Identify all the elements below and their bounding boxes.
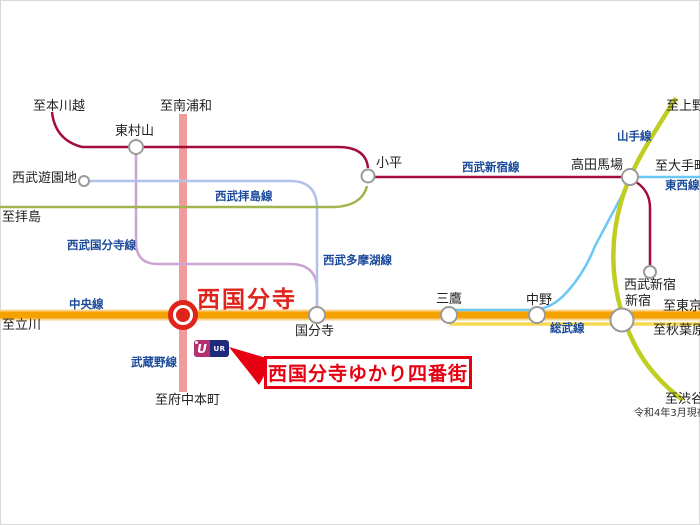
dest-label-hon-kawagoe: 至本川越 <box>33 99 86 114</box>
station-seibu-shinjuku-marker <box>643 265 657 279</box>
dest-label-akihabara: 至秋葉原 <box>653 323 700 338</box>
station-label-mitaka: 三鷹 <box>436 292 463 307</box>
station-kokubunji-marker <box>308 306 326 324</box>
line-tozai-west <box>449 183 630 312</box>
yukari-banner: 西国分寺ゆかり四番街 <box>264 356 472 389</box>
station-label-nakano: 中野 <box>526 293 553 308</box>
line-seibu-shinjuku-west <box>50 111 370 169</box>
line-yamanote <box>611 96 685 402</box>
station-nakano-marker <box>528 306 546 324</box>
line-seibu-kokubunji <box>134 154 319 306</box>
station-label-kokubunji: 国分寺 <box>295 324 335 339</box>
line-label-yamanote: 山手線 <box>617 129 652 143</box>
ur-logo-text: UR <box>213 344 226 353</box>
line-label-musashino: 武蔵野線 <box>131 355 177 369</box>
dest-label-tokyo: 至東京 <box>663 299 700 314</box>
dest-label-fuchu-hommachi: 至府中本町 <box>155 393 221 408</box>
ur-logo: U UR <box>194 340 229 357</box>
dest-label-otemachi: 至大手町 <box>655 159 700 174</box>
line-seibu-shinjuku-branch <box>635 180 652 265</box>
nishi-kokubunji-title: 西国分寺 <box>197 287 297 313</box>
station-kodaira-marker <box>360 168 376 184</box>
line-label-sobu: 総武線 <box>550 321 585 335</box>
dest-label-ueno: 至上野 <box>666 99 700 114</box>
station-higashi-murayama-marker <box>128 139 144 155</box>
line-label-seibu-shinjuku: 西武新宿線 <box>462 160 520 174</box>
line-seibu-haijima <box>0 185 369 209</box>
station-mitaka-marker <box>440 306 458 324</box>
station-shinjuku-marker <box>609 307 635 333</box>
station-takadanobaba-marker <box>621 168 639 186</box>
as-of-date: 令和4年3月現在 <box>634 408 700 419</box>
dest-label-haijima: 至拝島 <box>2 210 42 225</box>
line-label-haijima: 西武拝島線 <box>215 189 273 203</box>
station-label-shinjuku: 新宿 <box>625 294 652 309</box>
station-label-takadanobaba: 高田馬場 <box>571 158 624 173</box>
dest-label-shibuya: 至渋谷 <box>665 392 700 407</box>
station-seibu-yuenchi-marker <box>78 175 90 187</box>
line-label-tozai: 東西線 <box>665 178 700 192</box>
station-label-seibu-shinjuku: 西武新宿 <box>624 278 677 293</box>
dest-label-tachikawa: 至立川 <box>2 318 42 333</box>
station-label-higashi-murayama: 東村山 <box>115 124 155 139</box>
line-label-chuo: 中央線 <box>69 297 104 311</box>
dest-label-minami-urawa: 至南浦和 <box>160 99 213 114</box>
line-label-kokubunji: 西武国分寺線 <box>67 238 136 252</box>
ur-logo-u-icon: U <box>194 340 210 357</box>
station-label-seibu-yuenchi: 西武遊園地 <box>12 171 78 186</box>
station-label-kodaira: 小平 <box>376 156 403 171</box>
station-nishi-kokubunji-core <box>176 308 190 322</box>
line-label-tamako: 西武多摩湖線 <box>323 253 392 267</box>
banner-arrow <box>229 347 273 385</box>
